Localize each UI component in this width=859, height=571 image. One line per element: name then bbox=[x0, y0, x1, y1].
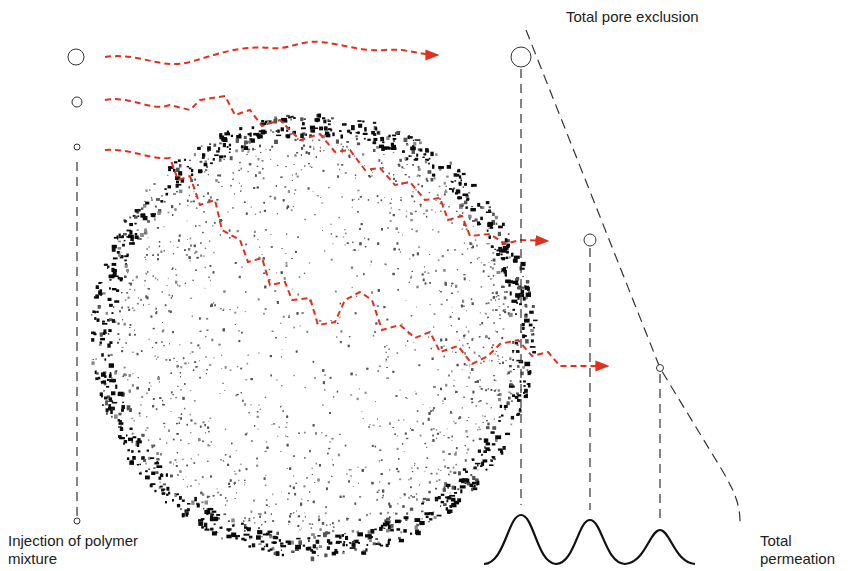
axis-label: Total permeation bbox=[760, 532, 852, 568]
medium-molecule bbox=[72, 97, 82, 107]
axis-label: Total pore exclusion bbox=[566, 8, 736, 26]
drop-line bbox=[659, 374, 660, 520]
injection-point bbox=[74, 518, 80, 524]
medium-molecule bbox=[584, 234, 596, 246]
calibration-curve bbox=[526, 30, 740, 522]
small-molecule bbox=[74, 144, 80, 150]
large-molecule bbox=[511, 47, 531, 67]
medium-path bbox=[105, 96, 548, 244]
drop-line bbox=[520, 69, 521, 505]
drop-line bbox=[589, 248, 590, 510]
large-path bbox=[105, 42, 438, 64]
chromatogram bbox=[484, 515, 695, 564]
large-molecule bbox=[68, 49, 84, 65]
axis-label: Injection of polymer mixture bbox=[8, 532, 143, 568]
injection-line bbox=[76, 162, 77, 516]
small-molecule bbox=[657, 365, 664, 372]
small-path bbox=[105, 150, 608, 366]
